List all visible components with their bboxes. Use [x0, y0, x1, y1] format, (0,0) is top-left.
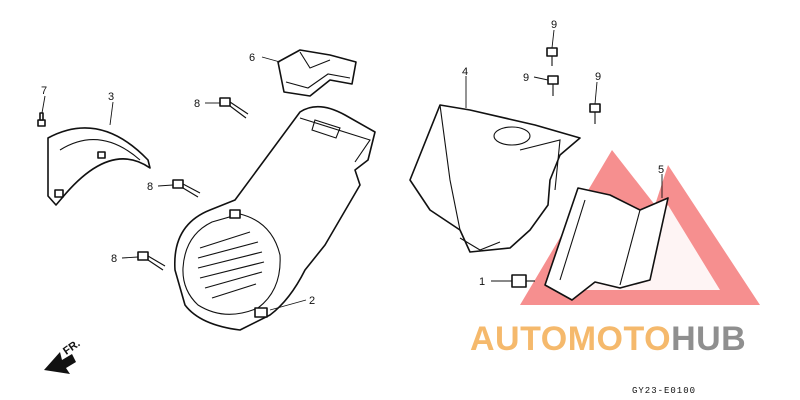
callout-4: 4	[462, 66, 468, 78]
part-9-bolt-b	[547, 75, 559, 96]
leader-lines	[41, 29, 663, 311]
callout-1: 1	[479, 276, 485, 288]
callout-8c: 8	[111, 253, 117, 265]
part-6-duct	[277, 49, 357, 97]
callout-9a: 9	[551, 19, 557, 31]
part-8-bolt-c	[137, 251, 166, 271]
part-8-bolt-a	[219, 97, 249, 119]
part-5-plate	[544, 187, 669, 301]
watermark-text: AUTOMOTOHUB	[470, 320, 746, 359]
part-7-screw	[37, 112, 46, 127]
watermark-text-part1: AUTOMOTO	[470, 320, 672, 358]
fan-grille	[197, 231, 265, 299]
part-9-bolt-a	[546, 47, 558, 66]
callout-5: 5	[658, 164, 664, 176]
callout-9c: 9	[595, 71, 601, 83]
part-8-bolt-b	[172, 179, 201, 198]
part-9-bolt-c	[589, 103, 601, 124]
figure-code: GY23-E0100	[632, 386, 697, 396]
part-3-cover	[47, 127, 151, 206]
callout-8b: 8	[147, 181, 153, 193]
callout-3: 3	[108, 91, 114, 103]
callout-8a: 8	[194, 98, 200, 110]
watermark-text-part2: HUB	[671, 320, 747, 358]
part-4-shroud	[409, 104, 581, 253]
part-1-clip	[511, 274, 535, 288]
callout-7: 7	[41, 85, 47, 97]
callout-9b: 9	[523, 72, 529, 84]
callout-2: 2	[309, 295, 315, 307]
direction-label: FR.	[61, 338, 82, 358]
part-2-fan-cover	[174, 105, 376, 331]
front-direction-arrow	[44, 352, 76, 374]
callout-6: 6	[249, 52, 255, 64]
